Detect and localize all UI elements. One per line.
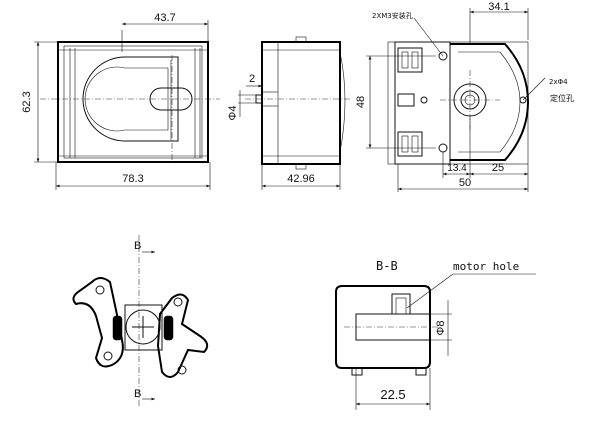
right-view: 2XM3安装孔 2xΦ4 定位孔 34.1 48 13.4 25 50 [355, 1, 574, 192]
mount-hole-bottom [438, 143, 448, 153]
mount-hole-top [438, 51, 448, 61]
rotor-view: B B [72, 235, 209, 408]
dim-front-width-bottom: 78.3 [122, 173, 143, 185]
locate-hole [519, 96, 527, 104]
section-title: B-B [376, 259, 398, 273]
side-body-outline [261, 41, 341, 165]
section-body [335, 285, 431, 369]
dim-right-top: 34.1 [488, 1, 509, 13]
dim-right-bottom-b: 25 [492, 162, 504, 174]
dim-section-width: 22.5 [380, 387, 405, 402]
side-shaft [255, 94, 263, 104]
rotor [125, 309, 161, 345]
dim-front-width-top: 43.7 [154, 12, 175, 24]
front-body-outline [57, 41, 209, 163]
right-arm [156, 293, 209, 378]
label-locate-holes: 定位孔 [550, 93, 574, 103]
label-locate-dia: 2xΦ4 [549, 78, 568, 86]
dim-side-dia: Φ4 [227, 106, 239, 121]
dim-right-height: 48 [355, 96, 367, 108]
rotor-cavity [82, 56, 179, 142]
label-mount-holes: 2XM3安装孔 [372, 11, 413, 20]
dim-section-dia: Φ8 [435, 321, 447, 336]
label-motor-hole: motor hole [453, 260, 519, 273]
left-arm [72, 277, 124, 368]
section-view: B-B motor hole 22.5 Φ8 [335, 259, 536, 410]
right-head-outline [450, 43, 530, 161]
dim-side-small: 2 [249, 73, 255, 85]
dim-side-width: 42.96 [287, 173, 315, 185]
side-view: 2 Φ4 42.96 [227, 36, 352, 190]
dim-front-height: 62.3 [21, 91, 33, 112]
section-marker-top: B [134, 240, 141, 252]
section-marker-bottom: B [134, 388, 141, 400]
dim-right-bottom-c: 50 [459, 177, 471, 189]
dim-right-bottom-a: 13.4 [447, 163, 467, 174]
right-clamp-block [394, 41, 451, 165]
front-view: 43.7 62.3 78.3 [21, 12, 220, 190]
